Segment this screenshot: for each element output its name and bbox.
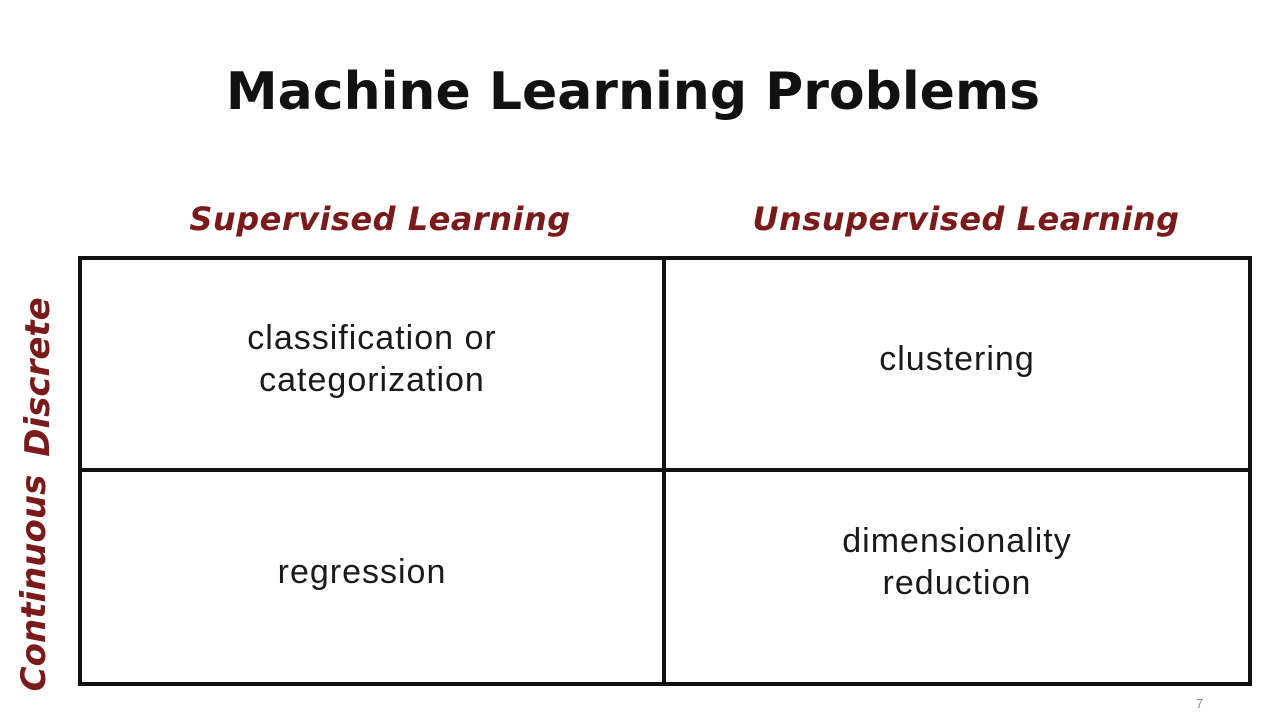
cell-line: classification or (247, 319, 497, 357)
row-header-discrete: Discrete (18, 297, 58, 457)
column-header-unsupervised-learning: Unsupervised Learning (752, 200, 1180, 238)
slide-title: Machine Learning Problems (225, 62, 1041, 122)
cell-line: dimensionality (842, 522, 1072, 560)
cell-line: regression (277, 553, 447, 591)
cell-line: categorization (259, 361, 485, 399)
cell-clustering: clustering (666, 260, 1248, 468)
cell-dimensionality-reduction: dimensionality reduction (666, 472, 1248, 682)
cell-line: reduction (882, 564, 1032, 602)
page-number: 7 (1196, 696, 1204, 711)
cell-line: clustering (879, 340, 1035, 378)
cell-regression: regression (82, 472, 642, 682)
grid-horizontal-divider (78, 468, 1252, 472)
column-header-supervised-learning: Supervised Learning (189, 200, 571, 238)
cell-classification: classification or categorization (82, 260, 662, 468)
row-header-continuous: Continuous (14, 474, 54, 692)
